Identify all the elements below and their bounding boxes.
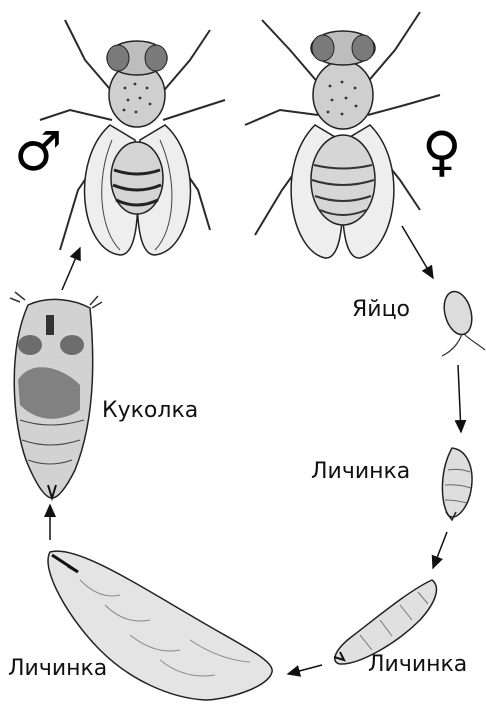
arrow-larva-to-larva: [433, 532, 447, 568]
male-symbol: ♂: [14, 125, 62, 179]
larva-first-label: Личинка: [311, 459, 410, 484]
male-fly: [40, 20, 225, 255]
arrow-pupa-to-male: [62, 248, 80, 290]
arrow-egg-to-larva: [458, 365, 461, 432]
female-symbol: ♀: [422, 125, 462, 179]
larva-first-instar: [442, 448, 472, 520]
female-fly: [245, 12, 440, 258]
arrow-female-to-egg: [402, 226, 433, 278]
pupa-label: Куколка: [102, 398, 198, 423]
egg-label: Яйцо: [352, 297, 410, 322]
egg: [440, 288, 485, 356]
larva-third-label: Личинка: [8, 656, 107, 681]
pupa: [10, 292, 102, 498]
arrow-larva-to-large-larva: [288, 665, 322, 674]
larva-second-label: Личинка: [368, 652, 467, 677]
